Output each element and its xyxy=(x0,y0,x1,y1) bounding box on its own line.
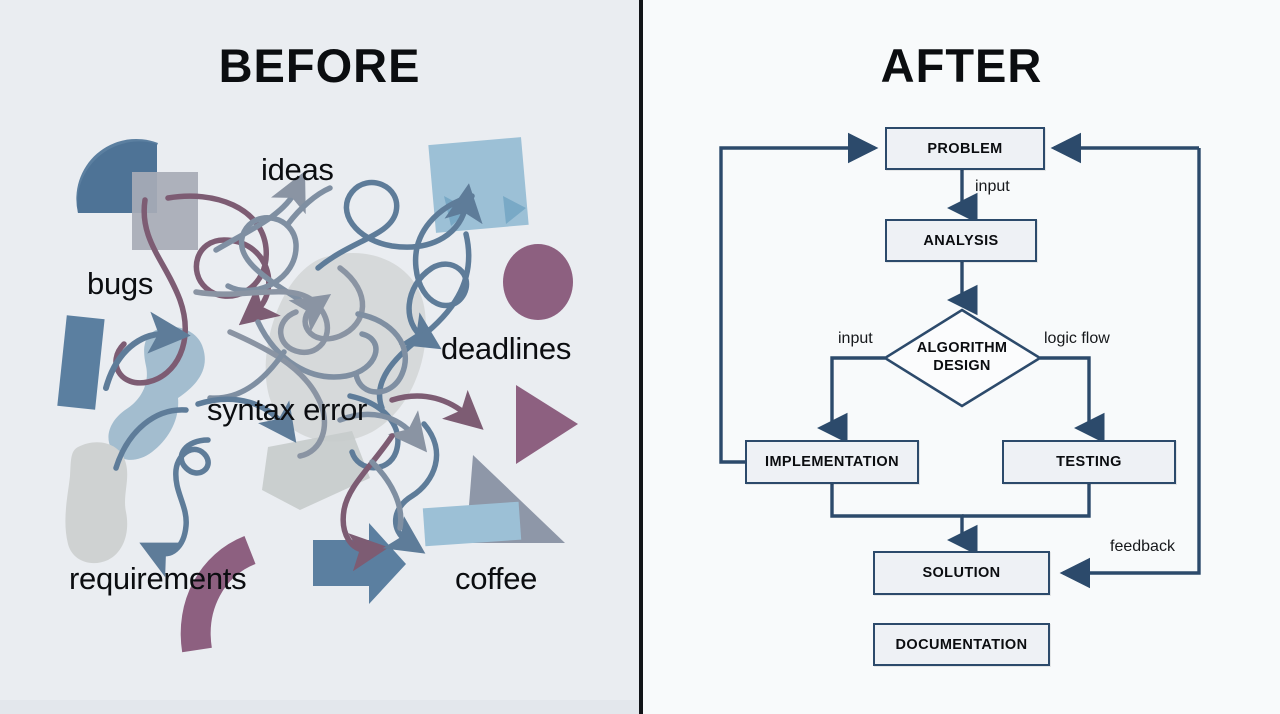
page-title-before: BEFORE xyxy=(218,39,421,92)
chaos-illustration xyxy=(57,137,578,653)
chaos-label-requirements: requirements xyxy=(69,561,247,596)
edge-label-input-algorithm-implementation: input xyxy=(838,330,873,347)
flowchart-connectors xyxy=(719,132,1201,589)
edge-label-logic-flow: logic flow xyxy=(1044,330,1110,347)
node-documentation[interactable]: DOCUMENTATION xyxy=(873,623,1050,666)
edge-label-input-problem-analysis: input xyxy=(975,178,1010,195)
node-testing[interactable]: TESTING xyxy=(1002,440,1176,484)
after-panel: AFTER xyxy=(643,0,1280,714)
page-title-after: AFTER xyxy=(880,39,1043,92)
node-implementation[interactable]: IMPLEMENTATION xyxy=(745,440,919,484)
node-solution[interactable]: SOLUTION xyxy=(873,551,1050,595)
chaos-label-bugs: bugs xyxy=(87,266,154,301)
bottom-band xyxy=(0,700,639,714)
node-algorithm-design-label: ALGORITHM DESIGN xyxy=(916,340,1008,374)
edge-label-feedback: feedback xyxy=(1110,538,1175,555)
chaos-label-deadlines: deadlines xyxy=(441,331,572,366)
chaos-label-coffee: coffee xyxy=(455,561,538,596)
tangle-arrows xyxy=(103,171,484,578)
node-analysis[interactable]: ANALYSIS xyxy=(885,219,1037,262)
before-panel: BEFORE ideas bugs deadlines syntax error… xyxy=(0,0,639,714)
node-algorithm-design-shape xyxy=(882,308,1043,408)
chaos-label-syntax-error: syntax error xyxy=(207,392,368,427)
panel-divider xyxy=(639,0,643,714)
node-problem[interactable]: PROBLEM xyxy=(885,127,1045,170)
chaos-label-ideas: ideas xyxy=(261,152,334,187)
